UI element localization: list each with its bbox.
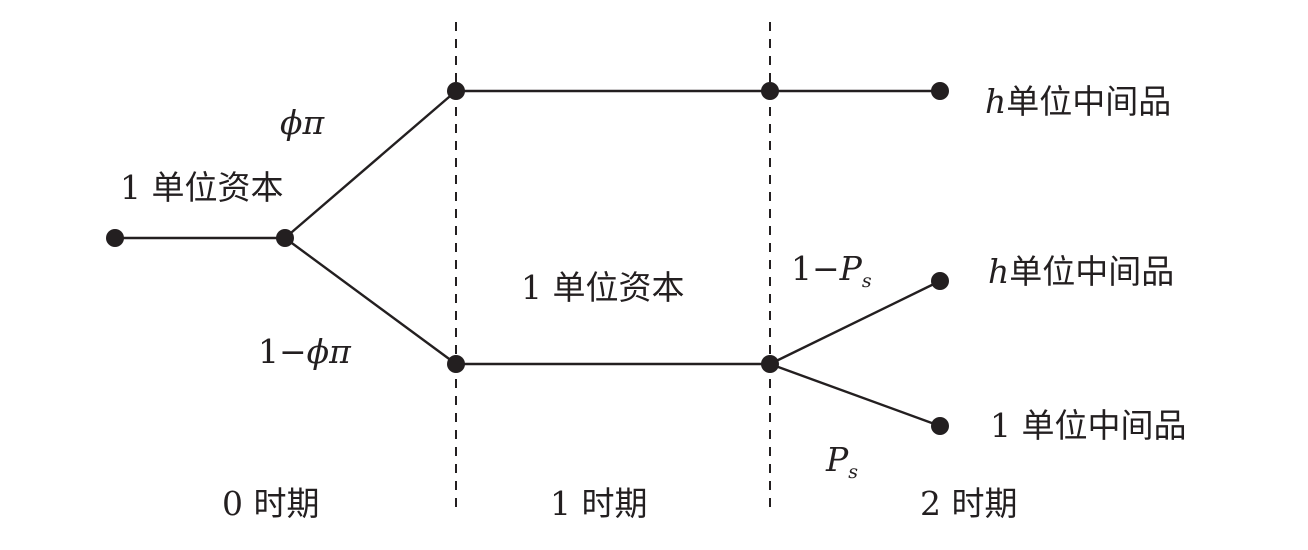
node-outcome-mid: [931, 272, 949, 290]
label-prob-no-shock-symbol: P: [839, 249, 863, 288]
label-outcome-top-text: 单位中间品: [1006, 82, 1171, 121]
edge-branch-down: [284, 237, 457, 365]
label-prob-shock-subscript: s: [848, 461, 858, 483]
period-label-1: 1 时期: [550, 484, 648, 523]
label-outcome-mid-text: 单位中间品: [1009, 252, 1174, 291]
node-bottom-period1: [447, 355, 465, 373]
label-prob-shock: Ps: [825, 440, 858, 483]
node-bottom-period2: [761, 355, 779, 373]
edge-branch-up: [284, 90, 457, 239]
label-prob-shock-symbol: P: [825, 440, 849, 479]
node-outcome-top: [931, 82, 949, 100]
node-start: [106, 229, 124, 247]
label-prob-no-shock-subscript: s: [862, 270, 872, 292]
node-split: [276, 229, 294, 247]
label-outcome-mid-var: h: [988, 252, 1009, 291]
label-outcome-bottom: 1 单位中间品: [990, 406, 1187, 445]
edge-no-shock: [769, 279, 941, 366]
label-outcome-top-var: h: [985, 82, 1006, 121]
node-top-period1: [447, 82, 465, 100]
label-branch-down-prob-prefix: 1−: [258, 332, 307, 371]
label-middle-capital: 1 单位资本: [521, 268, 685, 307]
node-outcome-bottom: [931, 417, 949, 435]
label-prob-no-shock: 1−Ps: [791, 249, 872, 292]
label-outcome-mid: h单位中间品: [988, 252, 1174, 291]
label-start-capital: 1 单位资本: [120, 168, 284, 207]
node-top-period2: [761, 82, 779, 100]
period-label-2: 2 时期: [920, 484, 1018, 523]
edge-shock: [769, 362, 941, 428]
label-branch-up-prob: ϕπ: [280, 103, 325, 142]
label-branch-down-prob-symbol: ϕπ: [307, 332, 352, 371]
label-prob-no-shock-prefix: 1−: [791, 249, 840, 288]
label-outcome-top: h单位中间品: [985, 82, 1171, 121]
label-branch-down-prob: 1−ϕπ: [258, 332, 352, 371]
period-label-0: 0 时期: [222, 484, 320, 523]
